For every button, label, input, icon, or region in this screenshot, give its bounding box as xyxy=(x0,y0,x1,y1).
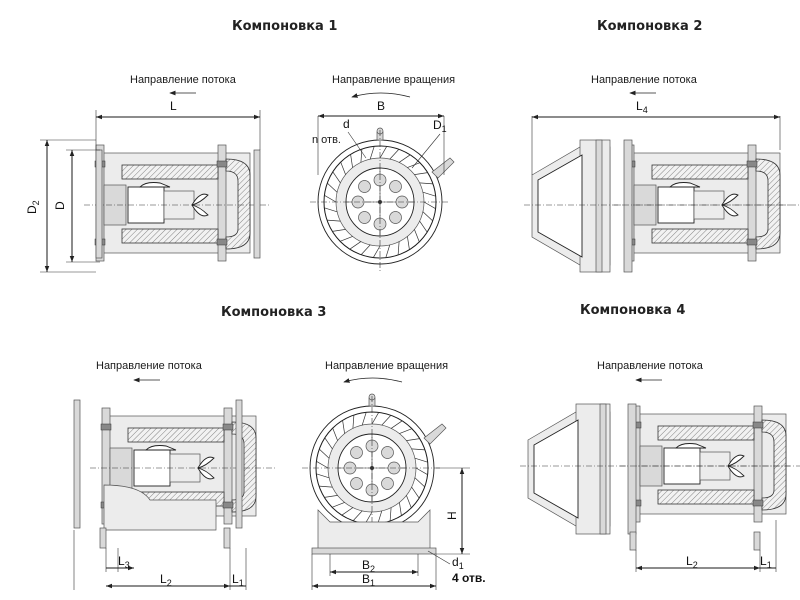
svg-text:Направление потока: Направление потока xyxy=(130,74,237,86)
dim-L3: L3 xyxy=(118,554,130,570)
layout-4-dim-L1: L1 xyxy=(760,554,772,570)
dim-d1: d1 xyxy=(452,555,464,571)
dim-L1: L1 xyxy=(232,572,244,588)
layout-3-front-view: H B2 B1 d1 4 отв. xyxy=(301,393,486,590)
layout-2-side-view: L4 xyxy=(524,99,800,273)
layout-1-side-view: L D2 D xyxy=(25,99,271,273)
layout-2-flow-direction: Направление потока xyxy=(591,74,698,96)
dim-B: B xyxy=(377,99,385,113)
dim-H: H xyxy=(445,511,459,520)
layout-4-dim-L2: L2 xyxy=(686,554,698,570)
layout-3-title: Компоновка 3 xyxy=(221,305,327,320)
layout-2-title: Компоновка 2 xyxy=(597,19,703,34)
layout-1-front-view: B d n отв. D1 xyxy=(309,99,455,273)
svg-text:Направление вращения: Направление вращения xyxy=(325,360,448,372)
dim-4-holes: 4 отв. xyxy=(452,571,486,585)
dim-n-holes: n отв. xyxy=(312,134,341,146)
layout-4-flow-direction: Направление потока xyxy=(597,360,704,383)
dim-D1: D1 xyxy=(433,118,447,134)
layout-3-side-view: L3 L2 L1 xyxy=(73,399,277,590)
dim-D: D xyxy=(53,201,67,210)
layout-3-flow-direction: Направление потока xyxy=(96,360,203,383)
dim-B2: B2 xyxy=(362,558,375,574)
dim-L: L xyxy=(170,99,177,113)
dim-d: d xyxy=(343,117,350,131)
svg-text:Направление потока: Направление потока xyxy=(597,360,704,372)
dim-L2: L2 xyxy=(160,572,172,588)
dim-B1: B1 xyxy=(362,572,375,588)
svg-text:Направление потока: Направление потока xyxy=(591,74,698,86)
svg-text:Направление потока: Направление потока xyxy=(96,360,203,372)
dim-L4: L4 xyxy=(636,99,648,115)
layout-4-side-view: L2 L1 xyxy=(520,403,800,572)
svg-text:Направление вращения: Направление вращения xyxy=(332,74,455,86)
layout-1-rotation-direction: Направление вращения xyxy=(332,74,455,98)
layout-3-rotation-direction: Направление вращения xyxy=(325,360,448,383)
dim-D2: D2 xyxy=(25,200,41,214)
layout-4-title: Компоновка 4 xyxy=(580,303,686,318)
layout-1-title: Компоновка 1 xyxy=(232,19,338,34)
layout-1-flow-direction: Направление потока xyxy=(130,74,237,96)
